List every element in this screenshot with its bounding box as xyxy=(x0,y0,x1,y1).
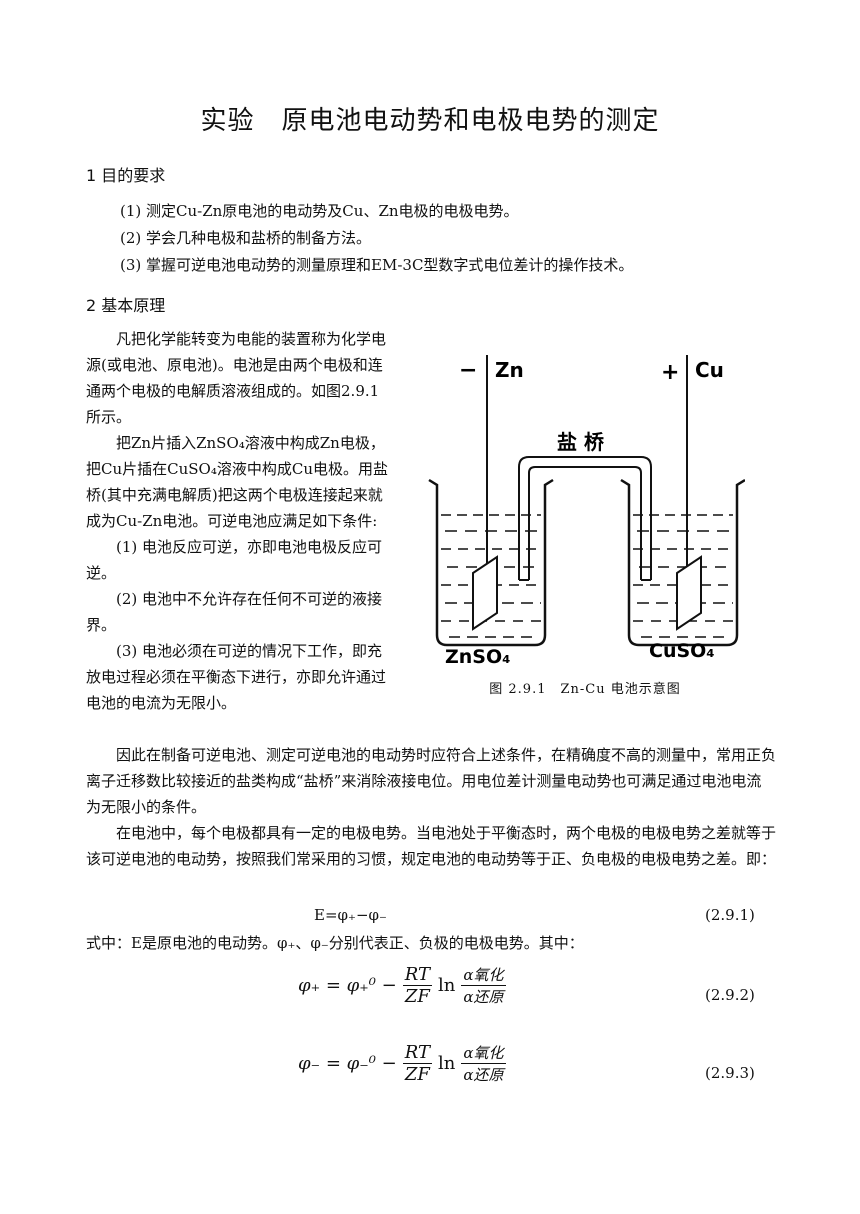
page-title: 实验 原电池电动势和电极电势的测定 xyxy=(200,106,660,136)
zn-label: Zn xyxy=(495,358,524,382)
znso4-label: ZnSO₄ xyxy=(445,646,510,668)
negative-sign: − xyxy=(459,358,477,383)
cu-zn-cell-diagram: − Zn + Cu 盐 桥 ZnSO₄ CuSO₄ xyxy=(428,355,745,668)
equation-number: (2.9.1) xyxy=(705,906,755,924)
principle-paragraph: 在电池中，每个电极都具有一定的电极电势。当电池处于平衡态时，两个电极的电极电势之… xyxy=(86,824,777,868)
figure-caption: 图 2.9.1 Zn-Cu 电池示意图 xyxy=(489,682,681,697)
equation-number: (2.9.2) xyxy=(705,986,755,1004)
eq-lhs: φ₊ = φ₊⁰ − xyxy=(298,975,397,996)
objective-item: (1) 测定Cu-Zn原电池的电动势及Cu、Zn电极的电极电势。 xyxy=(120,202,519,220)
eq-lhs: φ₋ = φ₋⁰ − xyxy=(298,1053,397,1074)
left-beaker xyxy=(428,478,554,647)
zn-plate xyxy=(472,555,498,631)
condition-item: (1) 电池反应可逆，亦即电池电极反应可逆。 xyxy=(86,538,383,582)
cu-plate xyxy=(676,555,702,631)
condition-item: (3) 电池必须在可逆的情况下工作，即充放电过程必须在平衡态下进行，亦即允许通过… xyxy=(86,642,387,712)
salt-bridge-inner xyxy=(528,466,642,580)
objective-item: (3) 掌握可逆电池电动势的测量原理和EM-3C型数字式电位差计的操作技术。 xyxy=(120,256,634,274)
principle-left-column: 凡把化学能转变为电能的装置称为化学电源(或电池、原电池)。电池是由两个电极和连通… xyxy=(86,326,390,716)
equation-emf: E=φ₊−φ₋ xyxy=(314,906,387,924)
equation-number: (2.9.3) xyxy=(705,1064,755,1082)
section-heading-principle: 2 基本原理 xyxy=(86,296,166,315)
principle-paragraph: 因此在制备可逆电池、测定可逆电池的电动势时应符合上述条件，在精确度不高的测量中，… xyxy=(86,746,777,816)
salt-bridge-label: 盐 桥 xyxy=(557,430,605,454)
equation-note: 式中：E是原电池的电动势。φ₊、φ₋分别代表正、负极的电极电势。其中： xyxy=(86,934,584,952)
eq-ln: ln xyxy=(438,1053,456,1074)
eq-ln: ln xyxy=(438,975,456,996)
positive-sign: + xyxy=(661,360,679,385)
right-beaker xyxy=(620,478,745,647)
section-heading-objectives: 1 目的要求 xyxy=(86,166,166,185)
principle-paragraph: 把Zn片插入ZnSO₄溶液中构成Zn电极，把Cu片插在CuSO₄溶液中构成Cu电… xyxy=(86,434,389,530)
cuso4-label: CuSO₄ xyxy=(649,640,715,662)
condition-item: (2) 电池中不允许存在任何不可逆的液接界。 xyxy=(86,590,383,634)
cu-label: Cu xyxy=(695,358,724,382)
objective-item: (2) 学会几种电极和盐桥的制备方法。 xyxy=(120,229,372,247)
salt-bridge-outer xyxy=(518,456,652,580)
principle-paragraph: 凡把化学能转变为电能的装置称为化学电源(或电池、原电池)。电池是由两个电极和连通… xyxy=(86,330,387,426)
principle-body: 因此在制备可逆电池、测定可逆电池的电动势时应符合上述条件，在精确度不高的测量中，… xyxy=(86,742,776,872)
